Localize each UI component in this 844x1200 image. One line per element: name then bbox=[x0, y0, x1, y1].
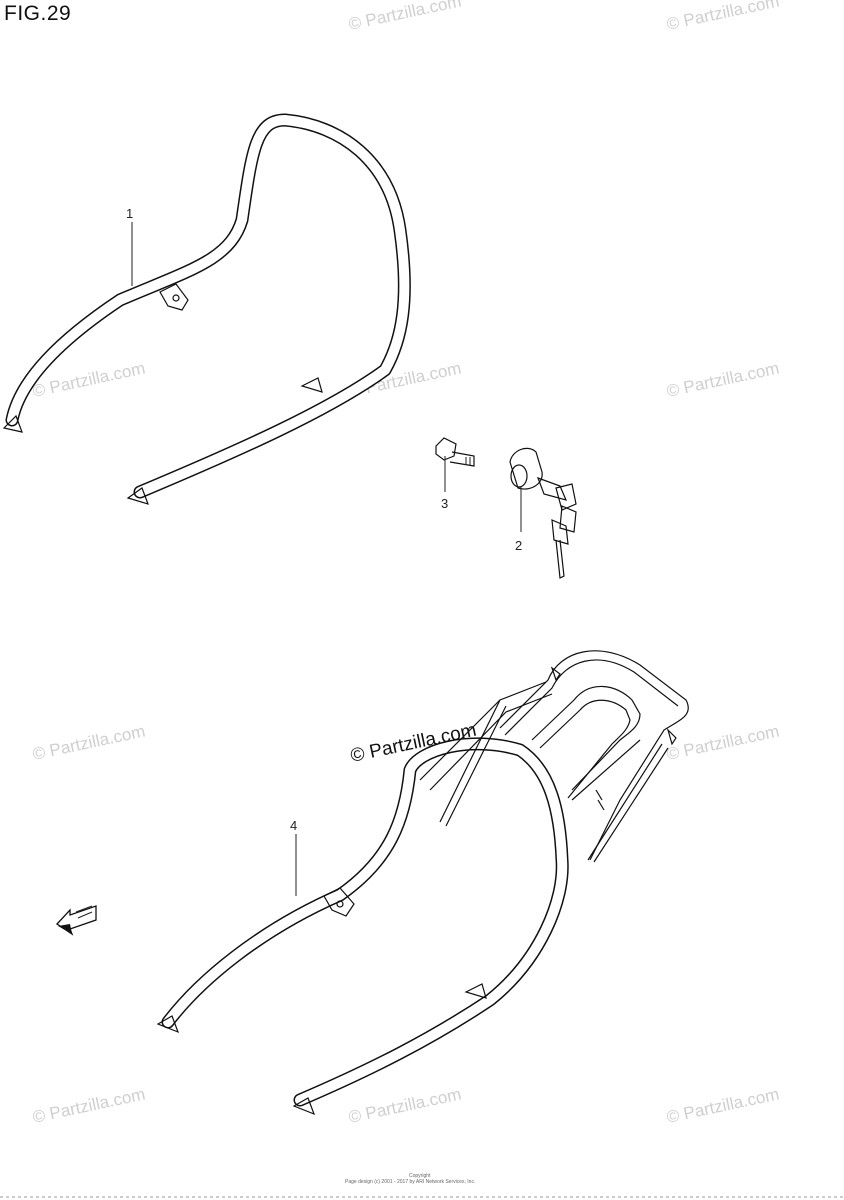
watermark: © Partzilla.com bbox=[665, 722, 781, 764]
footer-copyright: Copyright bbox=[409, 1173, 431, 1179]
watermark: © Partzilla.com bbox=[665, 1085, 781, 1127]
watermark: © Partzilla.com bbox=[347, 1085, 463, 1127]
watermark: © Partzilla.com bbox=[665, 0, 781, 34]
part-number-1: 1 bbox=[126, 206, 133, 221]
carrier-rack-part bbox=[156, 650, 689, 1116]
bolt-part bbox=[435, 437, 475, 467]
leader-lines bbox=[131, 222, 522, 896]
direction-arrow-icon bbox=[56, 905, 97, 936]
part-number-4: 4 bbox=[290, 818, 297, 833]
part-number-2: 2 bbox=[515, 538, 522, 553]
watermark: © Partzilla.com bbox=[347, 0, 463, 34]
watermark: © Partzilla.com bbox=[31, 722, 147, 764]
figure-title: FIG.29 bbox=[4, 2, 72, 25]
lock-set-part bbox=[509, 447, 577, 579]
footer-credit: Page design (c) 2001 - 2017 by ARI Netwo… bbox=[345, 1179, 475, 1185]
watermark-layer: © Partzilla.com © Partzilla.com © Partzi… bbox=[31, 0, 781, 1127]
watermark: © Partzilla.com bbox=[31, 1085, 147, 1127]
watermark: © Partzilla.com bbox=[665, 359, 781, 401]
part-number-3: 3 bbox=[441, 496, 448, 511]
grab-rail-part bbox=[2, 113, 411, 505]
